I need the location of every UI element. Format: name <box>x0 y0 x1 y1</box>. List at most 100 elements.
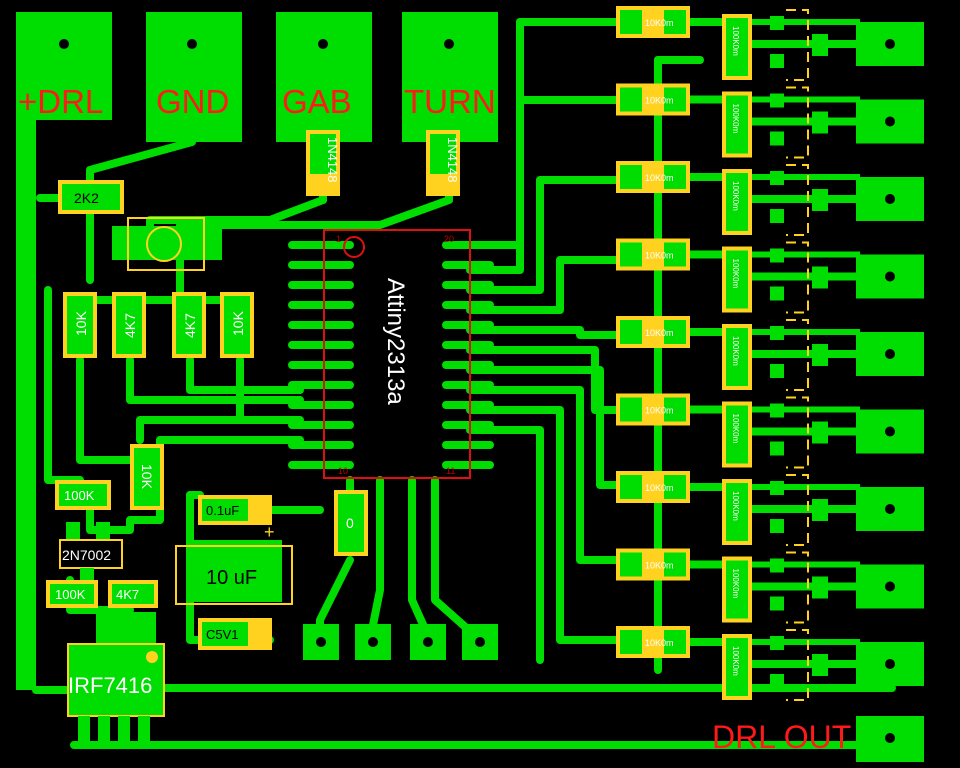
channel-resistor-label: 10K0m <box>645 328 674 338</box>
resistor-2k2: 2K2 <box>58 180 124 214</box>
mcu-pin1-label: 1 <box>336 234 341 244</box>
channel-resistor-pad <box>664 165 686 189</box>
output-transistor-pad <box>812 266 828 289</box>
channel-resistor-pad <box>664 397 686 422</box>
pulldown-resistor-label: 100K0m <box>731 491 740 521</box>
mcu-name-label: Attiny2313a <box>382 278 409 405</box>
output-transistor-pad <box>770 54 784 68</box>
label-drl-out: DRL OUT <box>712 719 851 755</box>
channel-output-hole <box>885 194 895 204</box>
resistor-0-label: 0 <box>346 515 354 531</box>
capacitor-01uf: 0.1uF <box>198 495 272 525</box>
pulldown-resistor-pad <box>726 483 748 541</box>
channel-resistor-pad <box>664 87 686 112</box>
channel-trace <box>690 560 880 591</box>
pulldown-resistor-pad <box>726 328 748 386</box>
transistor-irf7416: IRF7416 <box>67 612 165 742</box>
label-gnd: GND <box>156 83 229 120</box>
channel-resistor-label: 10K0m <box>645 483 674 493</box>
output-transistor-pad <box>770 596 784 611</box>
output-transistor-pad <box>770 674 784 688</box>
resistor-4k7-c: 4K7 <box>108 580 158 608</box>
output-transistor-pad <box>770 636 784 650</box>
channel-row: 10K0m 100K0m <box>616 316 924 391</box>
turn-pad <box>402 12 498 142</box>
channel-resistor-pad <box>620 10 642 34</box>
output-transistor-pad <box>770 364 784 378</box>
connector-holes <box>59 39 454 49</box>
channel-output-hole <box>885 659 895 669</box>
output-transistor-pad <box>770 441 784 456</box>
output-transistor-pad <box>770 171 784 185</box>
pulldown-resistor-label: 100K0m <box>731 336 740 366</box>
channel-resistor-label: 10K0m <box>645 561 674 571</box>
output-transistor-outline <box>786 629 809 701</box>
output-transistor-pad <box>770 286 784 301</box>
channel-output-hole <box>885 39 895 49</box>
diode-d1-label: 1N4148 <box>325 137 340 183</box>
mcu-pin10-label: 10 <box>338 466 348 476</box>
channel-trace <box>690 250 880 281</box>
output-transistor-pad <box>812 576 828 599</box>
channel-output-hole <box>885 504 895 514</box>
resistor-10k-a: 10K <box>63 292 97 358</box>
resistor-100k-a-label: 100K <box>64 488 95 503</box>
pulldown-resistor-label: 100K0m <box>731 259 740 289</box>
diode-d2: 1N4148 <box>426 130 460 196</box>
output-transistor-pad <box>770 131 784 146</box>
channel-resistor-label: 10K0m <box>645 406 674 416</box>
output-transistor-outline <box>786 474 809 546</box>
channel-output-hole <box>885 271 895 282</box>
capacitor-10uf: 10 uF + <box>175 522 293 605</box>
resistor-4k7-b-label: 4K7 <box>182 313 198 338</box>
resistor-100k-b: 100K <box>46 580 98 608</box>
channel-resistor-pad <box>620 320 642 344</box>
pulldown-resistor-pad <box>726 250 748 309</box>
resistor-10k-c: 10K <box>130 444 164 510</box>
pulldown-resistor-label: 100K0m <box>731 181 740 211</box>
zener-c5v1-label: C5V1 <box>206 627 239 642</box>
channel-output-hole <box>885 116 895 127</box>
capacitor-01uf-label: 0.1uF <box>206 503 239 518</box>
channel-resistor-label: 10K0m <box>645 173 674 183</box>
gnd-pad <box>146 12 242 142</box>
output-transistor-pad <box>770 326 784 340</box>
resistor-4k7-a-label: 4K7 <box>122 313 138 338</box>
output-transistor-outline <box>786 9 809 81</box>
pulldown-resistor-pad <box>726 173 748 231</box>
pulldown-resistor-pad <box>726 638 748 696</box>
output-transistor-outline <box>786 396 809 469</box>
channel-trace <box>690 483 880 513</box>
channel-row: 10K0m 100K0m <box>616 548 924 624</box>
resistor-10k-c-label: 10K <box>139 464 155 490</box>
mcu-pin20-label: 20 <box>444 234 454 244</box>
output-transistor-pad <box>812 499 828 521</box>
diode-d1: 1N4148 <box>306 130 340 196</box>
channel-trace <box>690 405 880 436</box>
channel-rows: 10K0m 100K0m 10K0m 100K0m 10K0m 100K0m 10K0m 10… <box>616 6 924 701</box>
drl-out-connector: DRL OUT <box>712 716 924 762</box>
pulldown-resistor-label: 100K0m <box>731 569 740 599</box>
channel-resistor-label: 10K0m <box>645 96 674 106</box>
output-transistor-pad <box>812 111 828 134</box>
channel-resistor-pad <box>620 630 642 654</box>
label-turn: TURN <box>404 83 496 120</box>
pulldown-resistor-pad <box>726 95 748 154</box>
zener-c5v1: C5V1 <box>198 618 272 650</box>
channel-resistor-pad <box>620 165 642 189</box>
channel-trace <box>690 638 880 668</box>
resistor-2k2-label: 2K2 <box>74 190 99 206</box>
channel-resistor-pad <box>620 475 642 499</box>
output-transistor-pad <box>812 654 828 676</box>
pulldown-resistor-label: 100K0m <box>731 104 740 134</box>
resistor-10k-b: 10K <box>220 292 254 358</box>
mcu-pin11-label: 11 <box>446 466 455 476</box>
pulldown-resistor-label: 100K0m <box>731 26 740 56</box>
output-transistor-outline <box>786 241 809 314</box>
resistor-4k7-c-label: 4K7 <box>116 587 139 602</box>
channel-resistor-pad <box>620 242 642 267</box>
